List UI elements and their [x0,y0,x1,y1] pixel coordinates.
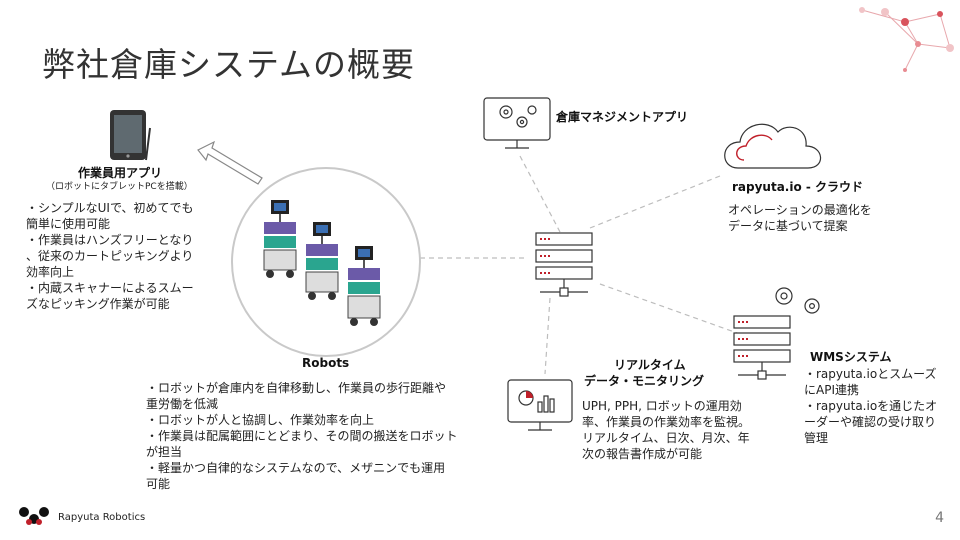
bullet-line: ・内蔵スキャナーによるスムー [26,281,194,295]
bullet-line: ・作業員はハンズフリーとなり [26,233,194,247]
bullet-line: ・作業員は配属範囲にとどまり、その間の搬送をロボット [146,429,458,443]
bullet-line: ・rapyuta.ioを通じたオ [804,399,938,413]
wms-system-title: WMSシステム [810,350,892,364]
brand-name: Rapyuta Robotics [58,512,146,523]
bullet-line: ・ロボットが倉庫内を自律移動し、作業員の歩行距離や [146,381,447,395]
rapyuta-logo [19,507,49,525]
desc-line: オペレーションの最適化を [728,203,872,217]
bullet-line: が担当 [146,445,183,459]
monitoring-title-line1: リアルタイム [614,358,686,372]
robots-label: Robots [302,356,350,370]
robot-illustration-2 [305,222,339,300]
bullet-line: 可能 [146,477,171,491]
bullet-line: にAPI連携 [804,383,859,397]
dashboard-monitor-icon [507,379,573,431]
tablet-app-bullets: ・シンプルなUIで、初めてでも 簡単に使用可能 ・作業員はハンズフリーとなり 、… [26,200,226,312]
arrow-to-tablet [197,140,263,185]
wms-app-title: 倉庫マネジメントアプリ [556,110,689,124]
robot-illustration-1 [263,200,297,278]
desc-line: データに基づいて提案 [728,219,848,233]
wms-server-icon [733,287,820,380]
bullet-line: 効率向上 [26,265,75,279]
cloud-title: rapyuta.io - クラウド [732,180,864,194]
slide-title: 弊社倉庫システムの概要 [42,45,416,84]
cloud-desc: オペレーションの最適化を データに基づいて提案 [728,202,928,234]
desc-line: リアルタイム、日次、月次、年 [582,431,750,445]
bullet-line: ズなピッキング作業が可能 [26,297,170,311]
monitoring-title-line2: データ・モニタリング [584,374,705,388]
bullet-line: 管理 [804,431,829,445]
tablet-app-title: 作業員用アプリ [78,166,163,180]
robots-bullets: ・ロボットが倉庫内を自律移動し、作業員の歩行距離や 重労働を低減 ・ロボットが人… [146,380,496,492]
tablet-app-subtitle: （ロボットにタブレットPCを搭載） [46,182,193,192]
wms-system-bullets: ・rapyuta.ioとスムーズ にAPI連携 ・rapyuta.ioを通じたオ… [804,366,954,446]
page-number: 4 [935,510,944,526]
bullet-line: ーダーや確認の受け取り [804,415,937,429]
bullet-line: 重労働を低減 [146,397,219,411]
connector-lines [420,155,741,375]
server-icon-center [535,232,593,297]
bullet-line: 、従来のカートピッキングより [26,249,194,263]
desc-line: 次の報告書作成が可能 [582,447,703,461]
desc-line: 率、作業員の作業効率を監視。 [582,415,751,429]
monitoring-desc: UPH, PPH, ロボットの運用効 率、作業員の作業効率を監視。 リアルタイム… [582,398,782,462]
bullet-line: 簡単に使用可能 [26,217,111,231]
monitor-gears-icon [483,97,551,149]
bullet-line: ・軽量かつ自律的なシステムなので、メザニンでも運用 [146,461,446,475]
bullet-line: ・シンプルなUIで、初めてでも [26,201,194,215]
robot-illustration-3 [347,246,381,326]
desc-line: UPH, PPH, ロボットの運用効 [582,399,742,413]
bullet-line: ・ロボットが人と協調し、作業効率を向上 [146,413,375,427]
bullet-line: ・rapyuta.ioとスムーズ [804,367,937,381]
cloud-icon [724,123,822,169]
tablet-icon [110,110,151,161]
decor-network [861,9,951,71]
